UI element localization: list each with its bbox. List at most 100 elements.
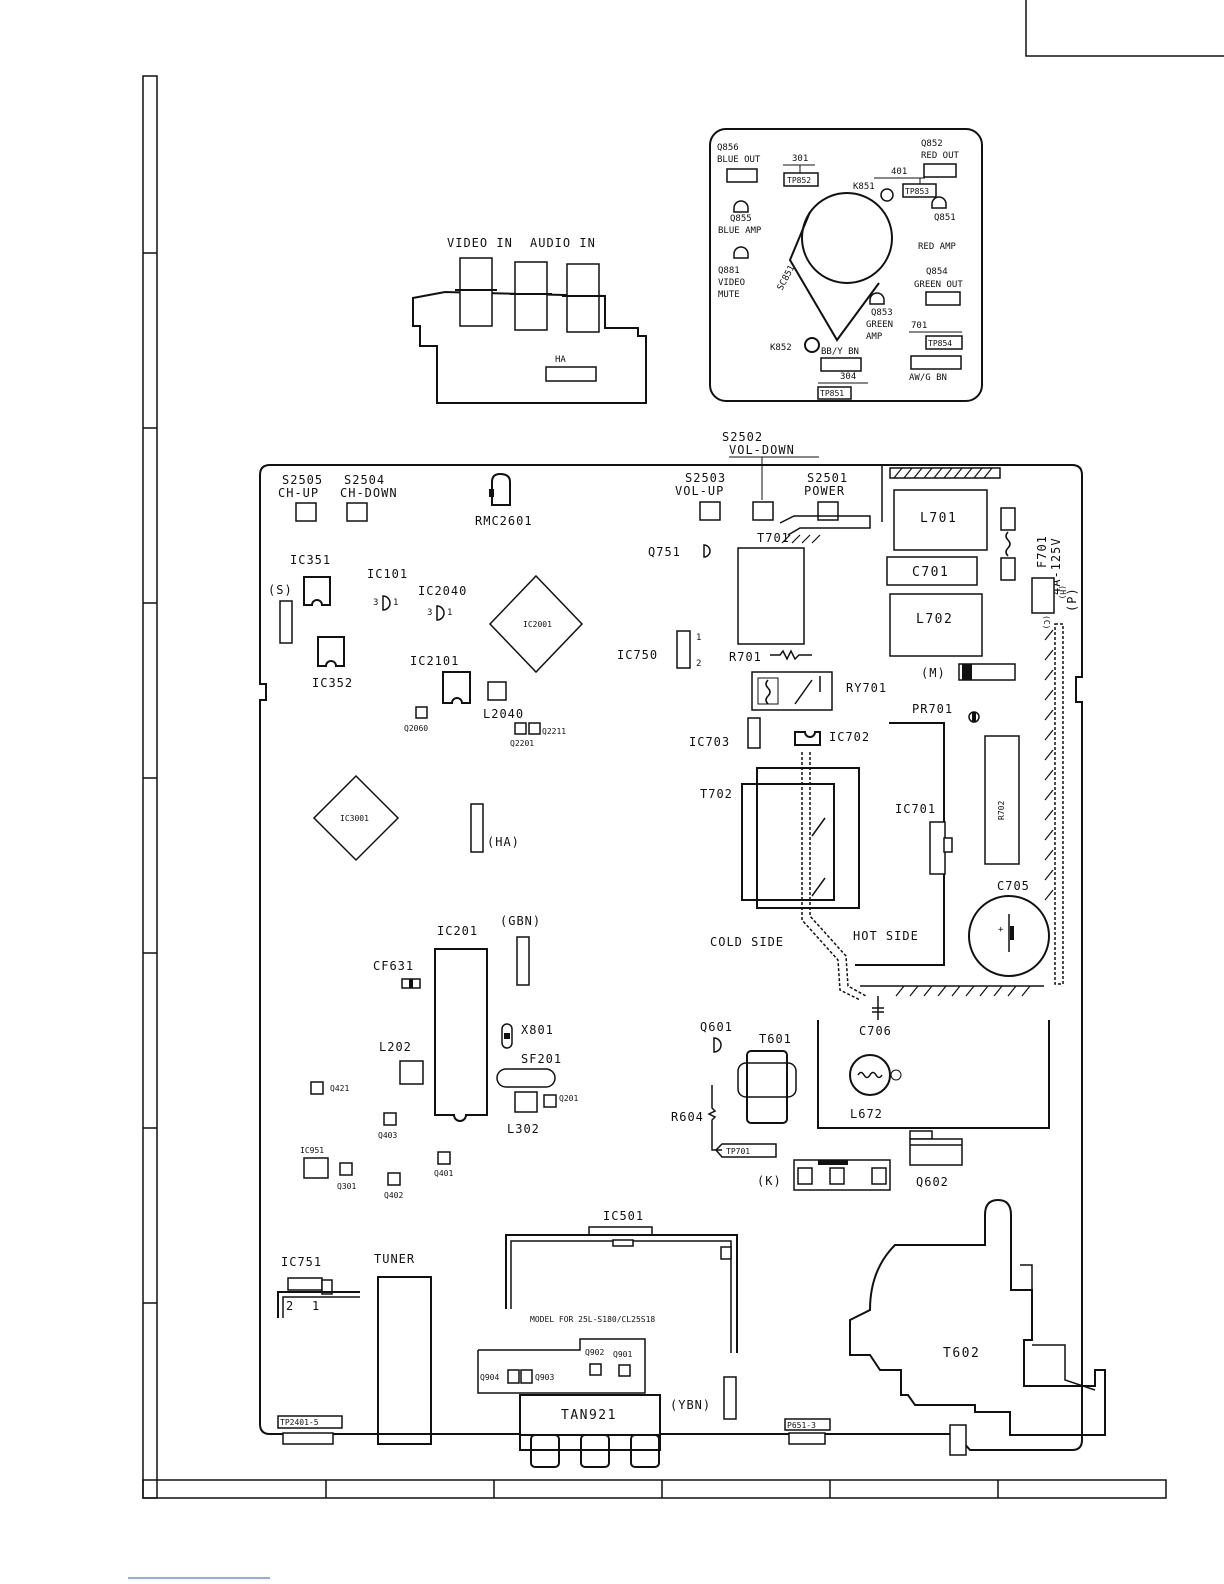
model-note-label: MODEL FOR 25L-S180/CL25S18 (530, 1315, 655, 1324)
ic2040-pin3: 3 (427, 608, 432, 618)
tp2401-label: TP2401-5 (280, 1418, 319, 1427)
l702-coil (889, 593, 983, 657)
tp701-label: TP701 (726, 1147, 750, 1156)
q602-label: Q602 (916, 1175, 949, 1189)
q881-label: Q881 (718, 266, 740, 276)
video-in-label: VIDEO IN (447, 236, 513, 250)
video-jack (459, 257, 493, 327)
crt-board: Q856 BLUE OUT 301 TP852 401 Q852 RED OUT… (709, 128, 983, 402)
q854-label: Q854 (926, 267, 948, 277)
r604-label: R604 (671, 1110, 704, 1124)
q2060-label: Q2060 (404, 724, 428, 733)
ha-label: HA (555, 355, 566, 365)
q2211-label: Q2211 (542, 727, 566, 736)
ic750-pin2: 2 (696, 659, 701, 669)
hot-side-label: HOT SIDE (853, 929, 919, 943)
c705-capacitor (968, 895, 1050, 977)
power-label: POWER (804, 484, 845, 498)
ic2001-label: IC2001 (523, 620, 552, 629)
m-conn-label: (M) (921, 666, 946, 680)
audio-jack-l (514, 261, 548, 331)
q402-label: Q402 (384, 1191, 403, 1200)
t602-label: T602 (943, 1346, 980, 1361)
s2504-label: S2504 (344, 473, 385, 487)
ch-up-label: CH-UP (278, 486, 319, 500)
s2505-switch (295, 502, 317, 522)
t702-transformer (756, 767, 860, 909)
t602-transformer (849, 1198, 1106, 1436)
tan921-label: TAN921 (561, 1408, 617, 1423)
c705-label: C705 (997, 879, 1030, 893)
tp851-label: TP851 (820, 389, 844, 398)
sf201-label: SF201 (521, 1052, 562, 1066)
ic501-label: IC501 (603, 1209, 644, 1223)
s2502-switch (752, 501, 774, 521)
q901-label: Q901 (613, 1350, 632, 1359)
green-label: GREEN (866, 320, 893, 330)
q421-label: Q421 (330, 1084, 349, 1093)
ic951-label: IC951 (300, 1146, 324, 1155)
s2501-label: S2501 (807, 471, 848, 485)
ic751-pin2: 2 (286, 1299, 294, 1313)
l302-label: L302 (507, 1122, 540, 1136)
p-conn-label: (P) (1065, 587, 1079, 612)
audio-jack-r (566, 263, 600, 333)
ic703-label: IC703 (689, 735, 730, 749)
pr701-label: PR701 (912, 702, 953, 716)
ic702-label: IC702 (829, 730, 870, 744)
vol-up-label: VOL-UP (675, 484, 724, 498)
l702-label: L702 (916, 612, 953, 627)
ha-conn-label: (HA) (487, 835, 520, 849)
amp-label: AMP (866, 332, 883, 342)
l672-coil (849, 1054, 891, 1096)
ry701-label: RY701 (846, 681, 887, 695)
h-mark-label: (H) (1058, 585, 1067, 599)
t701-transformer (737, 547, 805, 645)
tuner-label: TUNER (374, 1252, 415, 1266)
rmc2601-label: RMC2601 (475, 514, 533, 528)
ic351-label: IC351 (290, 553, 331, 567)
n301-label: 301 (792, 154, 808, 164)
ybn-conn-label: (YBN) (670, 1398, 711, 1412)
ic2040-label: IC2040 (418, 584, 467, 598)
l202-label: L202 (379, 1040, 412, 1054)
cf631-label: CF631 (373, 959, 414, 973)
c701-label: C701 (912, 565, 949, 580)
l2040-label: L2040 (483, 707, 524, 721)
video-label: VIDEO (718, 278, 745, 288)
tp854-label: TP854 (928, 339, 952, 348)
av-input-board: VIDEO IN AUDIO IN HA (412, 236, 647, 404)
q602-transistor (909, 1138, 963, 1166)
r701-label: R701 (729, 650, 762, 664)
q301-label: Q301 (337, 1182, 356, 1191)
r702-resistor (984, 735, 1020, 865)
c706-label: C706 (859, 1024, 892, 1038)
q852-label: Q852 (921, 139, 943, 149)
blue-out-label: BLUE OUT (717, 155, 761, 165)
s2503-switch (699, 501, 721, 521)
n701-label: 701 (911, 321, 927, 331)
diagram-label: + (998, 925, 1004, 935)
ic750-pin1: 1 (696, 633, 701, 643)
p651-label: P651-3 (787, 1421, 816, 1430)
q201-label: Q201 (559, 1094, 578, 1103)
ic2040-pin1: 1 (447, 608, 452, 618)
q2201-label: Q2201 (510, 739, 534, 748)
red-out-label: RED OUT (921, 151, 960, 161)
ic201-label: IC201 (437, 924, 478, 938)
q904-label: Q904 (480, 1373, 499, 1382)
q855-label: Q855 (730, 214, 752, 224)
page-frame (128, 0, 1224, 1579)
ic101-pin1: 1 (393, 598, 398, 608)
ic701-label: IC701 (895, 802, 936, 816)
l672-label: L672 (850, 1107, 883, 1121)
ch-down-label: CH-DOWN (340, 486, 398, 500)
main-board: S2502 VOL-DOWN S2505 CH-UP S2504 CH-DOWN… (259, 430, 1106, 1468)
ic101-label: IC101 (367, 567, 408, 581)
ic352-label: IC352 (312, 676, 353, 690)
crt-socket-circle (801, 192, 893, 284)
c701-capacitor (886, 556, 978, 586)
ic201-chip (434, 948, 488, 1122)
k852-label: K852 (770, 343, 792, 353)
sc851-label: SC851 (776, 264, 798, 293)
